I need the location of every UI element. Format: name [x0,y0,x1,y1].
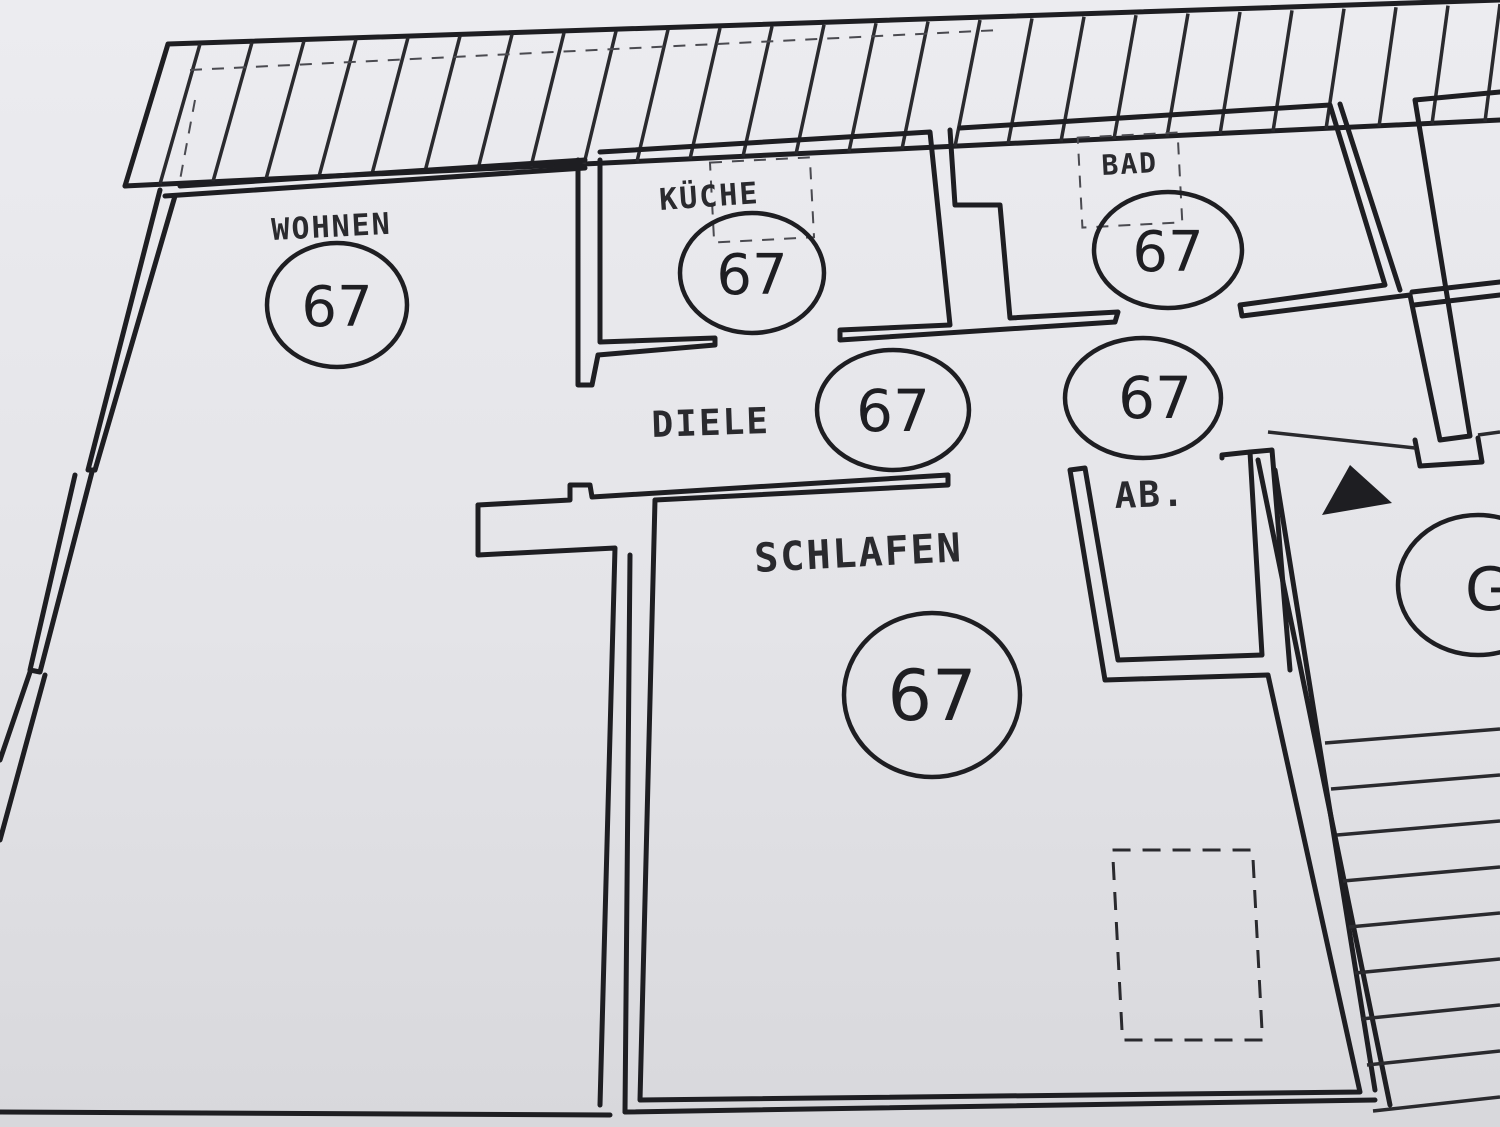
partial-room-marker-glyph: G [1465,555,1500,625]
balcony-slat [158,43,202,185]
balcony-slat [953,19,982,147]
balcony-slat [582,30,618,165]
staircase-treads [1324,727,1500,1113]
stair-tread [1372,1095,1500,1113]
marker-diele-number: 67 [856,377,930,445]
walls [0,89,1500,1118]
marker-hall-east-number: 67 [1118,364,1192,432]
stair-tread [1348,911,1500,929]
dashed-fixture-kueche [708,156,816,244]
marker-kueche-number: 67 [716,243,787,308]
balcony-slat [635,29,670,162]
marker-hall-east: 67 [1062,335,1224,461]
balcony-slat [370,37,410,175]
balcony-dashed-line [189,29,1001,71]
marker-kueche: 67 [677,210,827,336]
room-label-bad: BAD [1101,146,1159,182]
entrance-arrow-icon [1322,465,1392,515]
stair-tread [1366,1049,1500,1067]
marker-diele: 67 [814,347,972,473]
room-label-kueche: KÜCHE [658,174,761,218]
dashed-fixture-schlafen [1110,848,1265,1042]
room-label-schlafen: SCHLAFEN [753,525,964,582]
balcony-slat [741,26,774,157]
room-label-abstell: AB. [1114,474,1186,517]
balcony-slat [476,33,514,170]
dashed-fixture-bad [1076,131,1184,229]
stair-tread [1360,1003,1500,1021]
balcony-slat [688,27,722,160]
stair-tread [1336,819,1500,837]
stair-tread [1330,773,1500,791]
balcony-slat [1430,5,1450,125]
balcony-slat [900,21,930,150]
marker-wohnen-number: 67 [301,275,372,340]
marker-schlafen: 67 [841,610,1023,780]
balcony-slat [1377,6,1398,127]
balcony-slat [794,24,826,155]
marker-wohnen: 67 [264,240,410,370]
balcony-slat [529,32,566,167]
balcony-slat [423,35,462,172]
marker-bad-number: 67 [1132,220,1203,285]
stair-tread [1324,727,1500,745]
balcony-slat [1483,3,1500,122]
room-label-diele: DIELE [651,401,771,446]
stair-tread [1342,865,1500,883]
stair-tread [1354,957,1500,975]
marker-bad: 67 [1091,189,1245,311]
balcony-slat [847,22,878,152]
balcony-slat [211,41,254,182]
marker-schlafen-number: 67 [887,655,976,737]
partial-room-marker [1395,512,1500,658]
balcony-slat [1271,10,1294,132]
balcony-slat [264,40,306,180]
